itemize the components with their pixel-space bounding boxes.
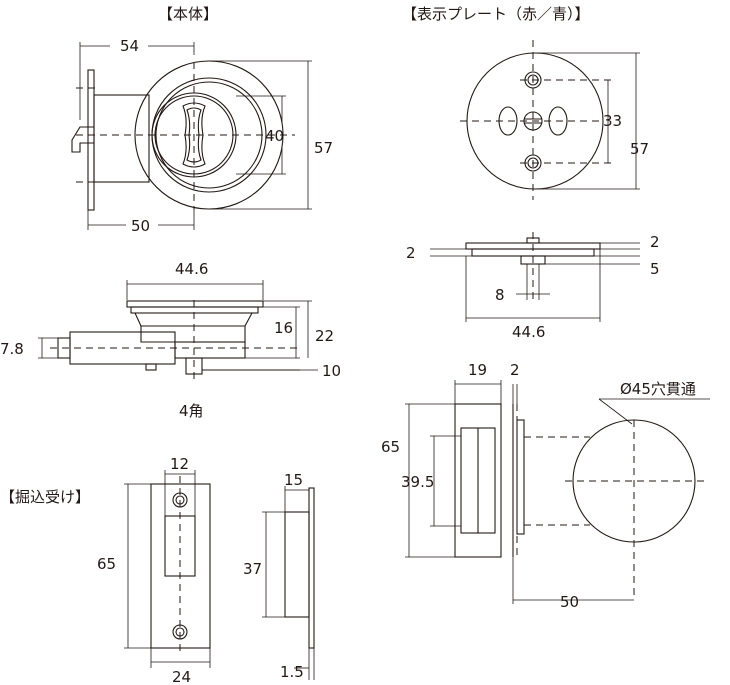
dim-strike-24: 24	[172, 668, 191, 685]
dim-strike-65: 65	[97, 555, 116, 573]
dim-body-54: 54	[120, 37, 139, 55]
dim-install-65: 65	[381, 438, 400, 456]
dim-body-40: 40	[265, 127, 284, 145]
strike-front-view	[124, 470, 211, 668]
dim-plate-57: 57	[630, 140, 649, 158]
dim-plate-side-2l: 2	[406, 244, 416, 262]
body-side-view	[38, 280, 318, 382]
plate-front-view	[460, 40, 640, 200]
dim-side-446: 44.6	[175, 260, 208, 278]
title-strike: 【掘込受け】	[0, 488, 90, 506]
dim-install-hole: Ø45穴貫通	[620, 380, 696, 398]
dim-side-square: 4角	[179, 402, 204, 420]
dim-plate-33: 33	[603, 112, 622, 130]
dim-side-78: 7.8	[0, 340, 24, 358]
dim-install-2: 2	[510, 361, 520, 379]
dim-body-57: 57	[314, 139, 333, 157]
dim-plate-side-2r: 2	[650, 233, 660, 251]
dim-plate-side-5: 5	[650, 260, 660, 278]
dim-plate-side-8: 8	[495, 286, 505, 304]
dim-strike-12: 12	[170, 455, 189, 473]
installation-view	[405, 380, 710, 604]
dim-plate-side-446: 44.6	[512, 323, 545, 341]
dim-install-19: 19	[468, 361, 487, 379]
dim-side-16: 16	[274, 319, 293, 337]
plate-side-view	[430, 232, 640, 322]
title-plate: 【表示プレート（赤／青）】	[402, 5, 590, 23]
dim-install-50: 50	[560, 593, 579, 611]
title-body: 【本体】	[158, 5, 218, 23]
dim-strike-15: 15	[284, 471, 303, 489]
dim-strike-15b: 1.5	[280, 663, 304, 681]
dim-install-395: 39.5	[401, 473, 434, 491]
body-front-view	[71, 42, 312, 230]
dim-side-10: 10	[322, 362, 341, 380]
dim-side-22: 22	[315, 327, 334, 345]
dim-body-50: 50	[131, 217, 150, 235]
dim-strike-37: 37	[243, 560, 262, 578]
strike-side-view	[262, 486, 315, 680]
